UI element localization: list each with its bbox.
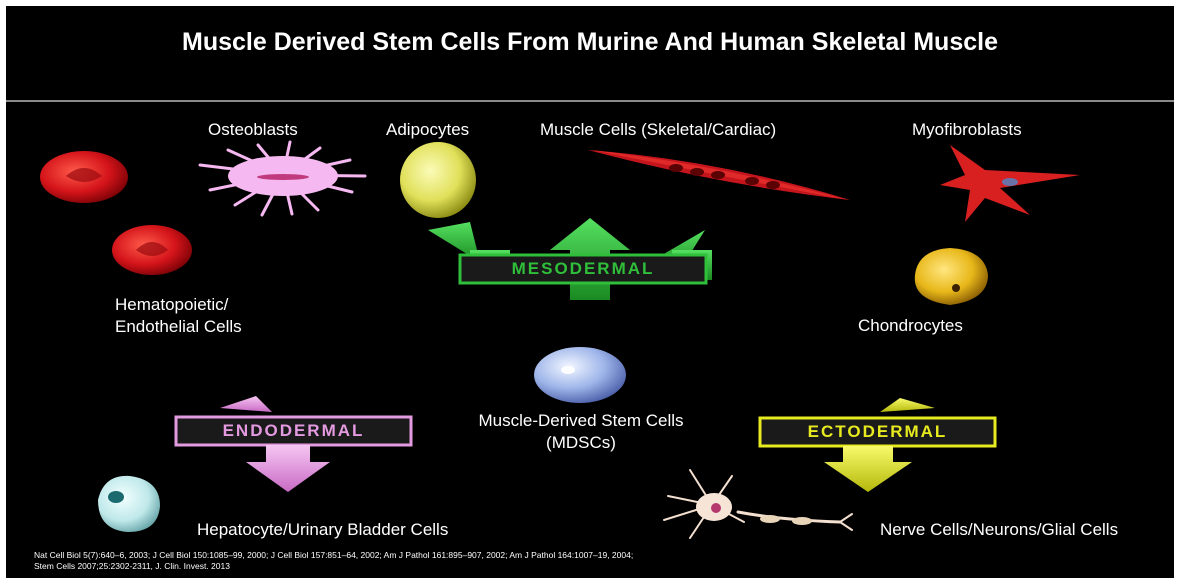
slide-title: Muscle Derived Stem Cells From Murine An… [0, 28, 1180, 57]
hematopoietic-label: Hematopoietic/ Endothelial Cells [115, 294, 242, 338]
adipocyte-cell [400, 142, 476, 218]
mdsc-cell [534, 347, 626, 403]
hepatocyte-cell [98, 476, 160, 532]
adipocytes-label: Adipocytes [386, 120, 469, 140]
mdsc-label-line2: (MDSCs) [450, 432, 712, 454]
myofibroblasts-label: Myofibroblasts [912, 120, 1022, 140]
endodermal-label: ENDODERMAL [178, 421, 409, 441]
mdsc-label-line1: Muscle-Derived Stem Cells [450, 410, 712, 432]
hematopoietic-cell-top [40, 151, 128, 203]
nerve-cells-label: Nerve Cells/Neurons/Glial Cells [880, 520, 1118, 540]
mdsc-label: Muscle-Derived Stem Cells (MDSCs) [450, 410, 712, 454]
chondrocytes-label: Chondrocytes [858, 316, 963, 336]
osteoblasts-label: Osteoblasts [208, 120, 298, 140]
hematopoietic-cell-bottom [112, 225, 192, 275]
hematopoietic-label-line2: Endothelial Cells [115, 316, 242, 338]
mesodermal-label: MESODERMAL [462, 259, 704, 279]
ectodermal-label: ECTODERMAL [762, 422, 993, 442]
hepatocyte-label: Hepatocyte/Urinary Bladder Cells [197, 520, 448, 540]
citation-line2: Stem Cells 2007;25:2302-2311, J. Clin. I… [34, 561, 1114, 572]
muscle-cells-label: Muscle Cells (Skeletal/Cardiac) [540, 120, 776, 140]
citation: Nat Cell Biol 5(7):640–6, 2003; J Cell B… [34, 550, 1114, 572]
hematopoietic-label-line1: Hematopoietic/ [115, 294, 242, 316]
citation-line1: Nat Cell Biol 5(7):640–6, 2003; J Cell B… [34, 550, 1114, 561]
title-divider [6, 100, 1174, 102]
